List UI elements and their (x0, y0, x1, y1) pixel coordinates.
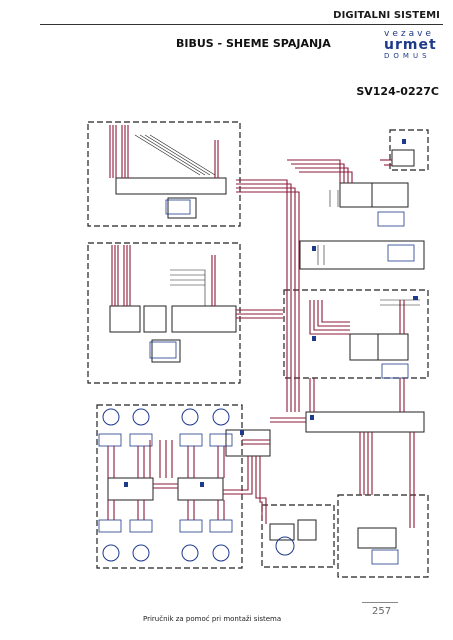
keypad-mid (151, 339, 181, 363)
device-top-right (391, 149, 415, 167)
enclosure-bottom-center (261, 504, 335, 568)
power-unit (225, 429, 271, 457)
enclosure-mid-left (87, 242, 241, 384)
header-rule (40, 24, 443, 25)
module-top (115, 177, 227, 195)
wire-bundles (107, 125, 415, 528)
enclosures (87, 121, 429, 578)
module-b (143, 305, 167, 333)
page-number: 257 (372, 606, 392, 617)
module-a (109, 305, 141, 333)
device-f (269, 523, 295, 541)
logo-line-3: DOMUS (384, 52, 431, 60)
device-b (371, 182, 409, 208)
markers (124, 139, 418, 487)
logo-line-2: urmet (384, 37, 437, 53)
module-c (171, 305, 237, 333)
distributor (305, 411, 425, 433)
device-e (357, 527, 397, 549)
logo-line-1: vezave (384, 29, 434, 39)
keypad-top (167, 197, 197, 219)
monitor-units (98, 199, 415, 565)
device-g (297, 519, 317, 541)
enclosure-bottom-right (337, 494, 429, 578)
enclosure-mid-right (283, 289, 429, 379)
section-title: DIGITALNI SISTEMI (333, 10, 440, 21)
enclosure-bottom-left (96, 404, 243, 569)
splitter-b (177, 477, 224, 501)
splitter-a (107, 477, 154, 501)
page-number-rule (362, 602, 398, 603)
device-mid (299, 240, 425, 270)
footer-text: Priručnik za pomoć pri montaži sistema (143, 615, 282, 623)
enclosure-top-right (389, 129, 429, 171)
components (107, 149, 425, 549)
enclosure-top-left (87, 121, 241, 227)
round-units (102, 408, 295, 562)
device-c (349, 333, 379, 361)
signal-lines (134, 134, 420, 306)
device-a (339, 182, 373, 208)
page-title: BIBUS - SHEME SPAJANJA (176, 37, 331, 50)
device-d (377, 333, 409, 361)
diagram-code: SV124-0227C (356, 85, 439, 98)
urmet-logo: vezave urmet DOMUS (384, 30, 442, 62)
